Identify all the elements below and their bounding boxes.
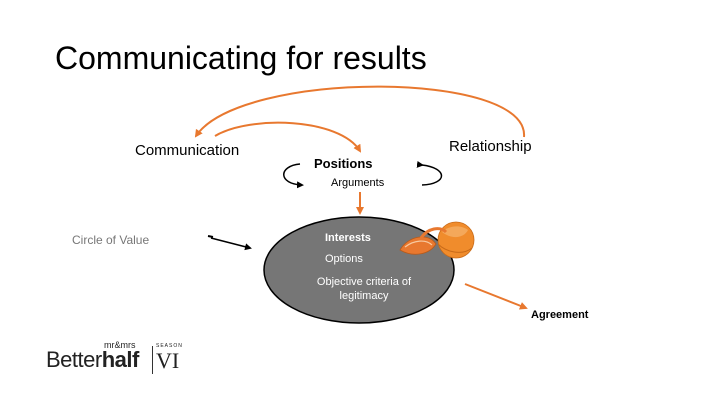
communication-to-positions-arrow — [214, 121, 362, 153]
positions-label: Positions — [314, 156, 373, 171]
slide-title: Communicating for results — [55, 40, 427, 76]
betterhalf-logo: mr&mrs Betterhalf SEASON VI — [46, 340, 196, 376]
options-label: Options — [325, 253, 363, 265]
interests-label: Interests — [325, 232, 371, 244]
logo-season-label: SEASON — [156, 343, 183, 349]
to-agreement-arrow — [464, 283, 528, 310]
circle-of-value-arrow — [210, 237, 252, 251]
objective-criteria-label: Objective criteria of legitimacy — [316, 276, 412, 302]
logo-word-bold: half — [101, 347, 140, 372]
relationship-label: Relationship — [449, 138, 532, 155]
communication-label: Communication — [135, 142, 240, 159]
logo-wordmark: Betterhalf — [46, 347, 139, 373]
logo-season-number: VI — [156, 348, 180, 373]
logo-prefix: mr&mrs — [104, 340, 136, 350]
peeled-orange-icon — [399, 221, 475, 259]
relationship-to-communication-arrow — [194, 85, 526, 138]
circle-of-value-arrow-tail — [207, 235, 214, 238]
left-cycle-arrow — [283, 163, 304, 189]
right-cycle-arrow — [416, 160, 443, 186]
logo-divider — [152, 346, 153, 374]
arguments-label: Arguments — [331, 177, 385, 189]
agreement-label: Agreement — [531, 309, 589, 321]
circle-of-value-label: Circle of Value — [72, 233, 150, 247]
logo-word-light: Better — [46, 347, 102, 372]
